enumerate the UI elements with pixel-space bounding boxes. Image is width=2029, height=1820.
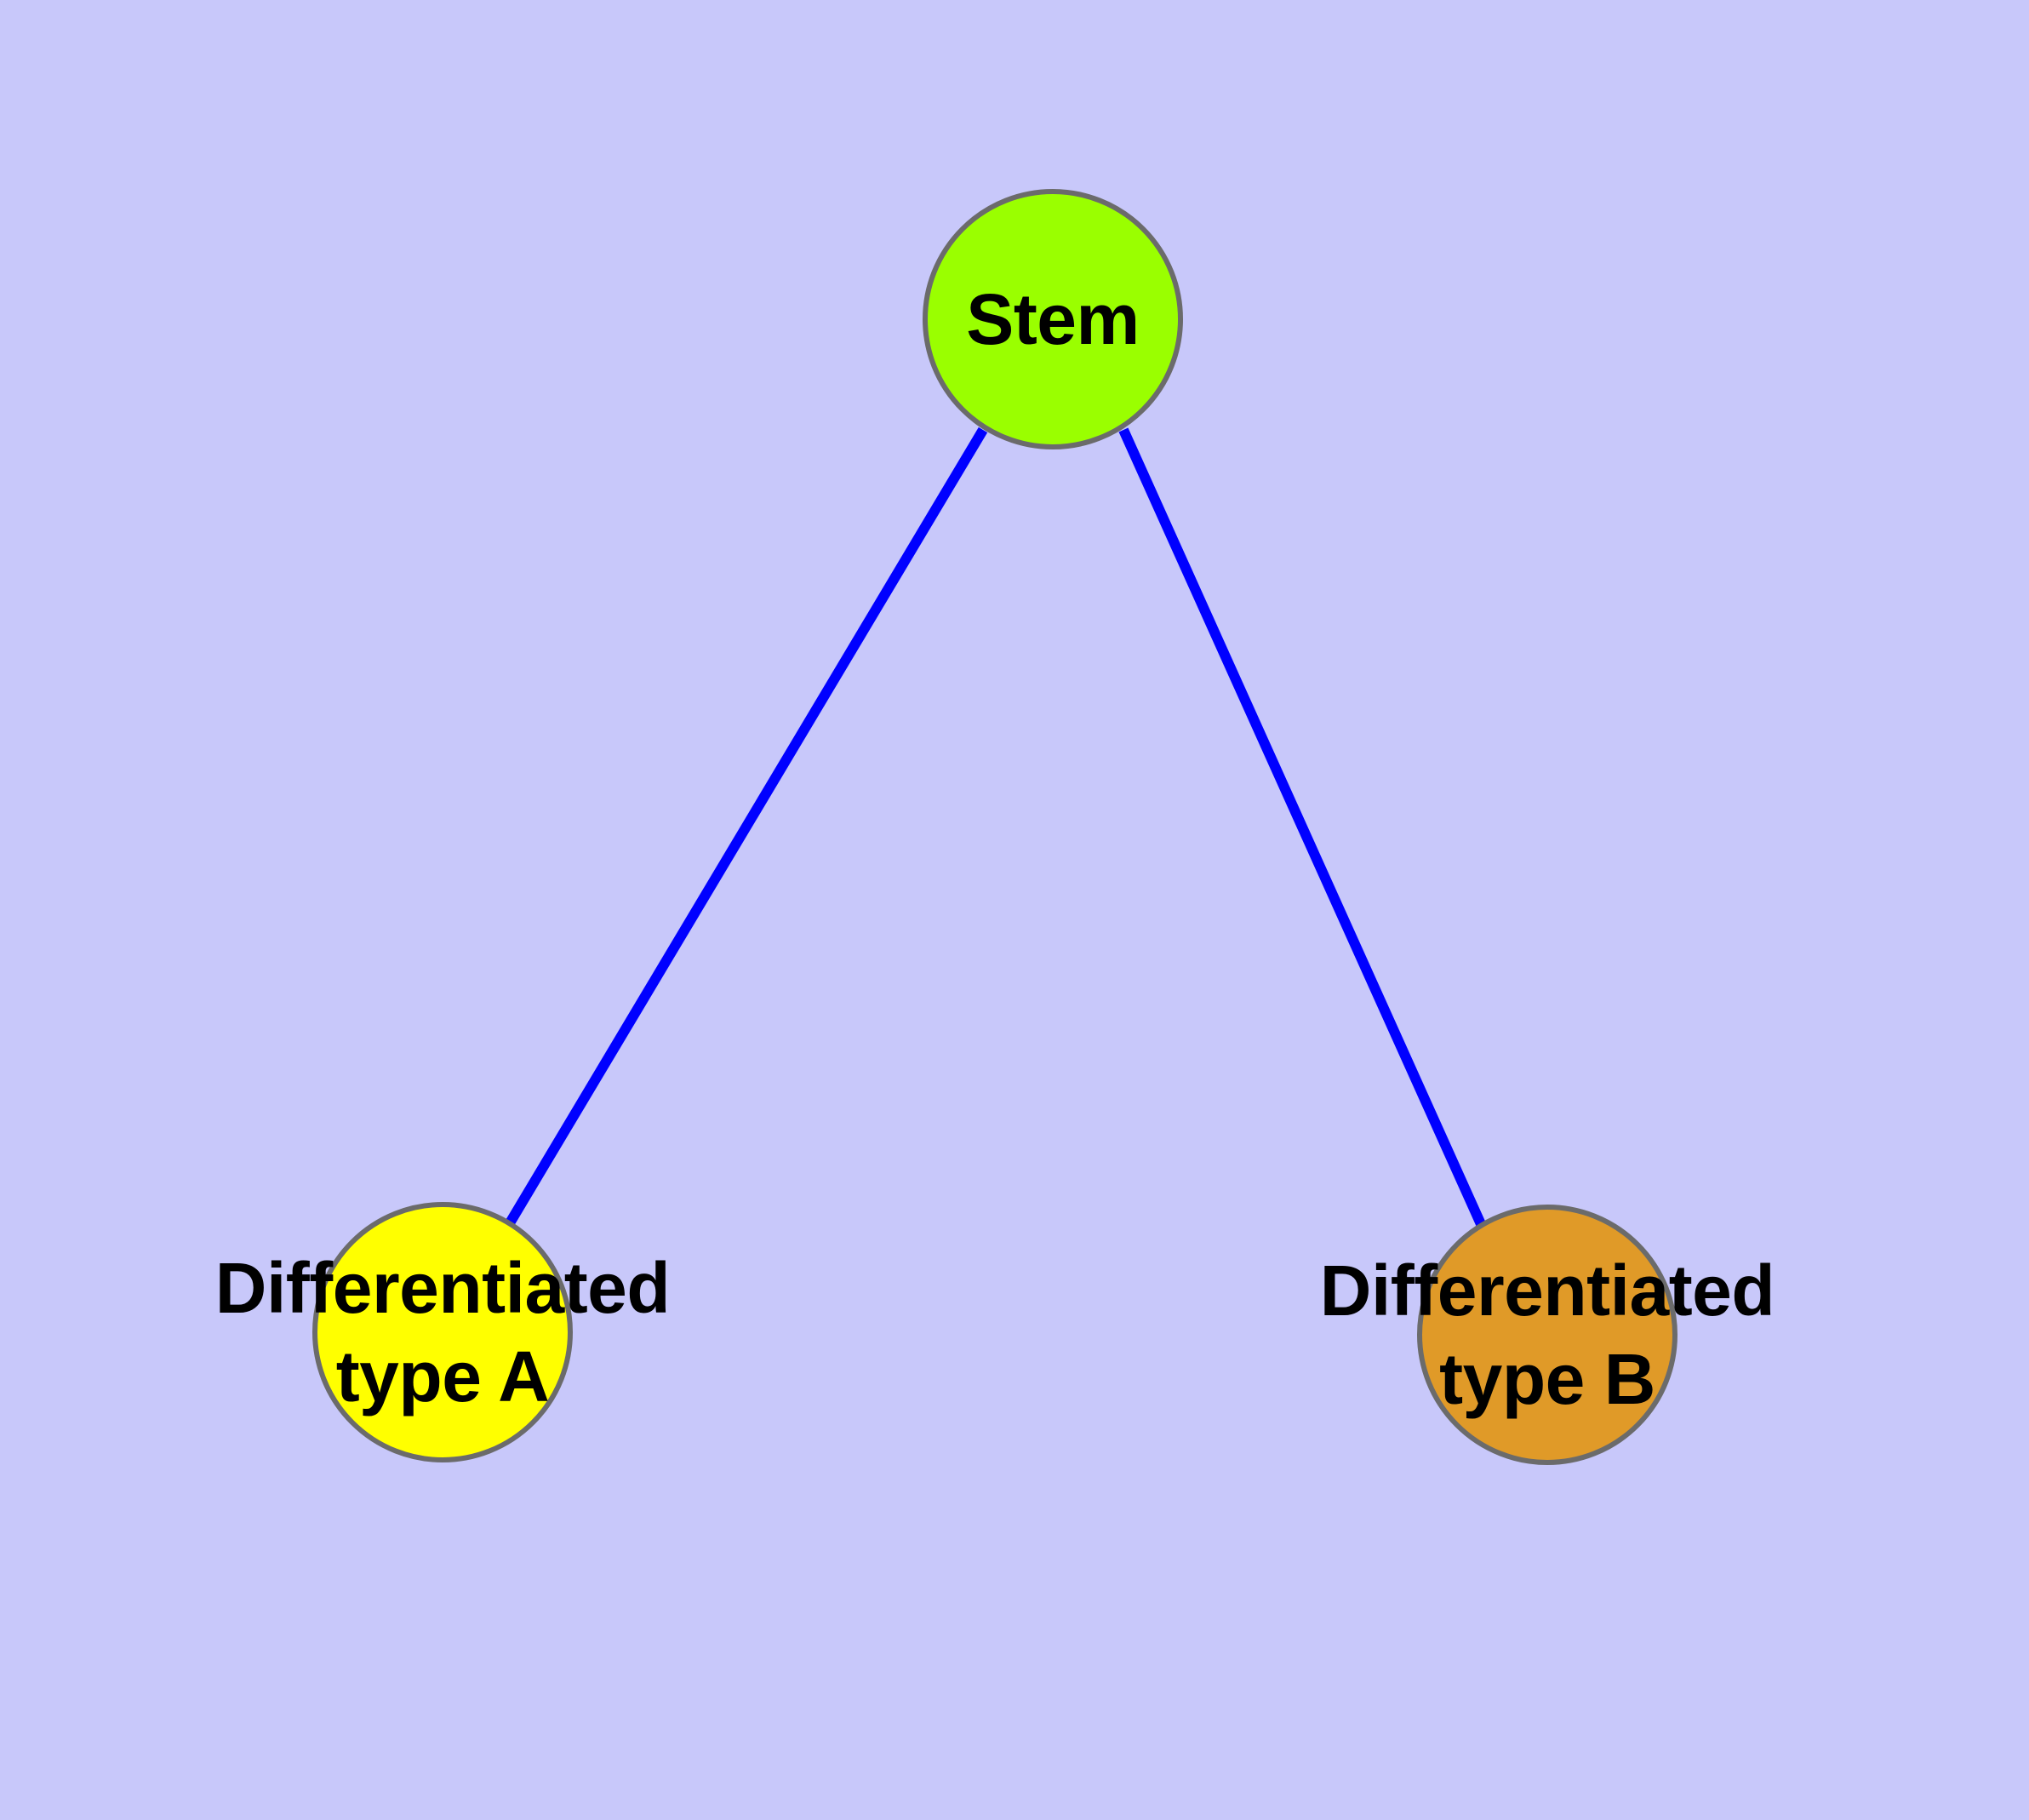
node-label-differentiated-type-b: Differentiated type B [1319, 1251, 1775, 1419]
edge-stem-to-diff-a [506, 426, 988, 1225]
node-differentiated-type-b[interactable] [1417, 1205, 1677, 1465]
edge-stem-to-diff-b [1118, 427, 1486, 1227]
node-label-stem: Stem [966, 279, 1140, 359]
node-differentiated-type-a[interactable] [312, 1202, 573, 1462]
node-label-differentiated-type-a: Differentiated type A [214, 1248, 671, 1417]
node-stem[interactable] [923, 189, 1183, 449]
